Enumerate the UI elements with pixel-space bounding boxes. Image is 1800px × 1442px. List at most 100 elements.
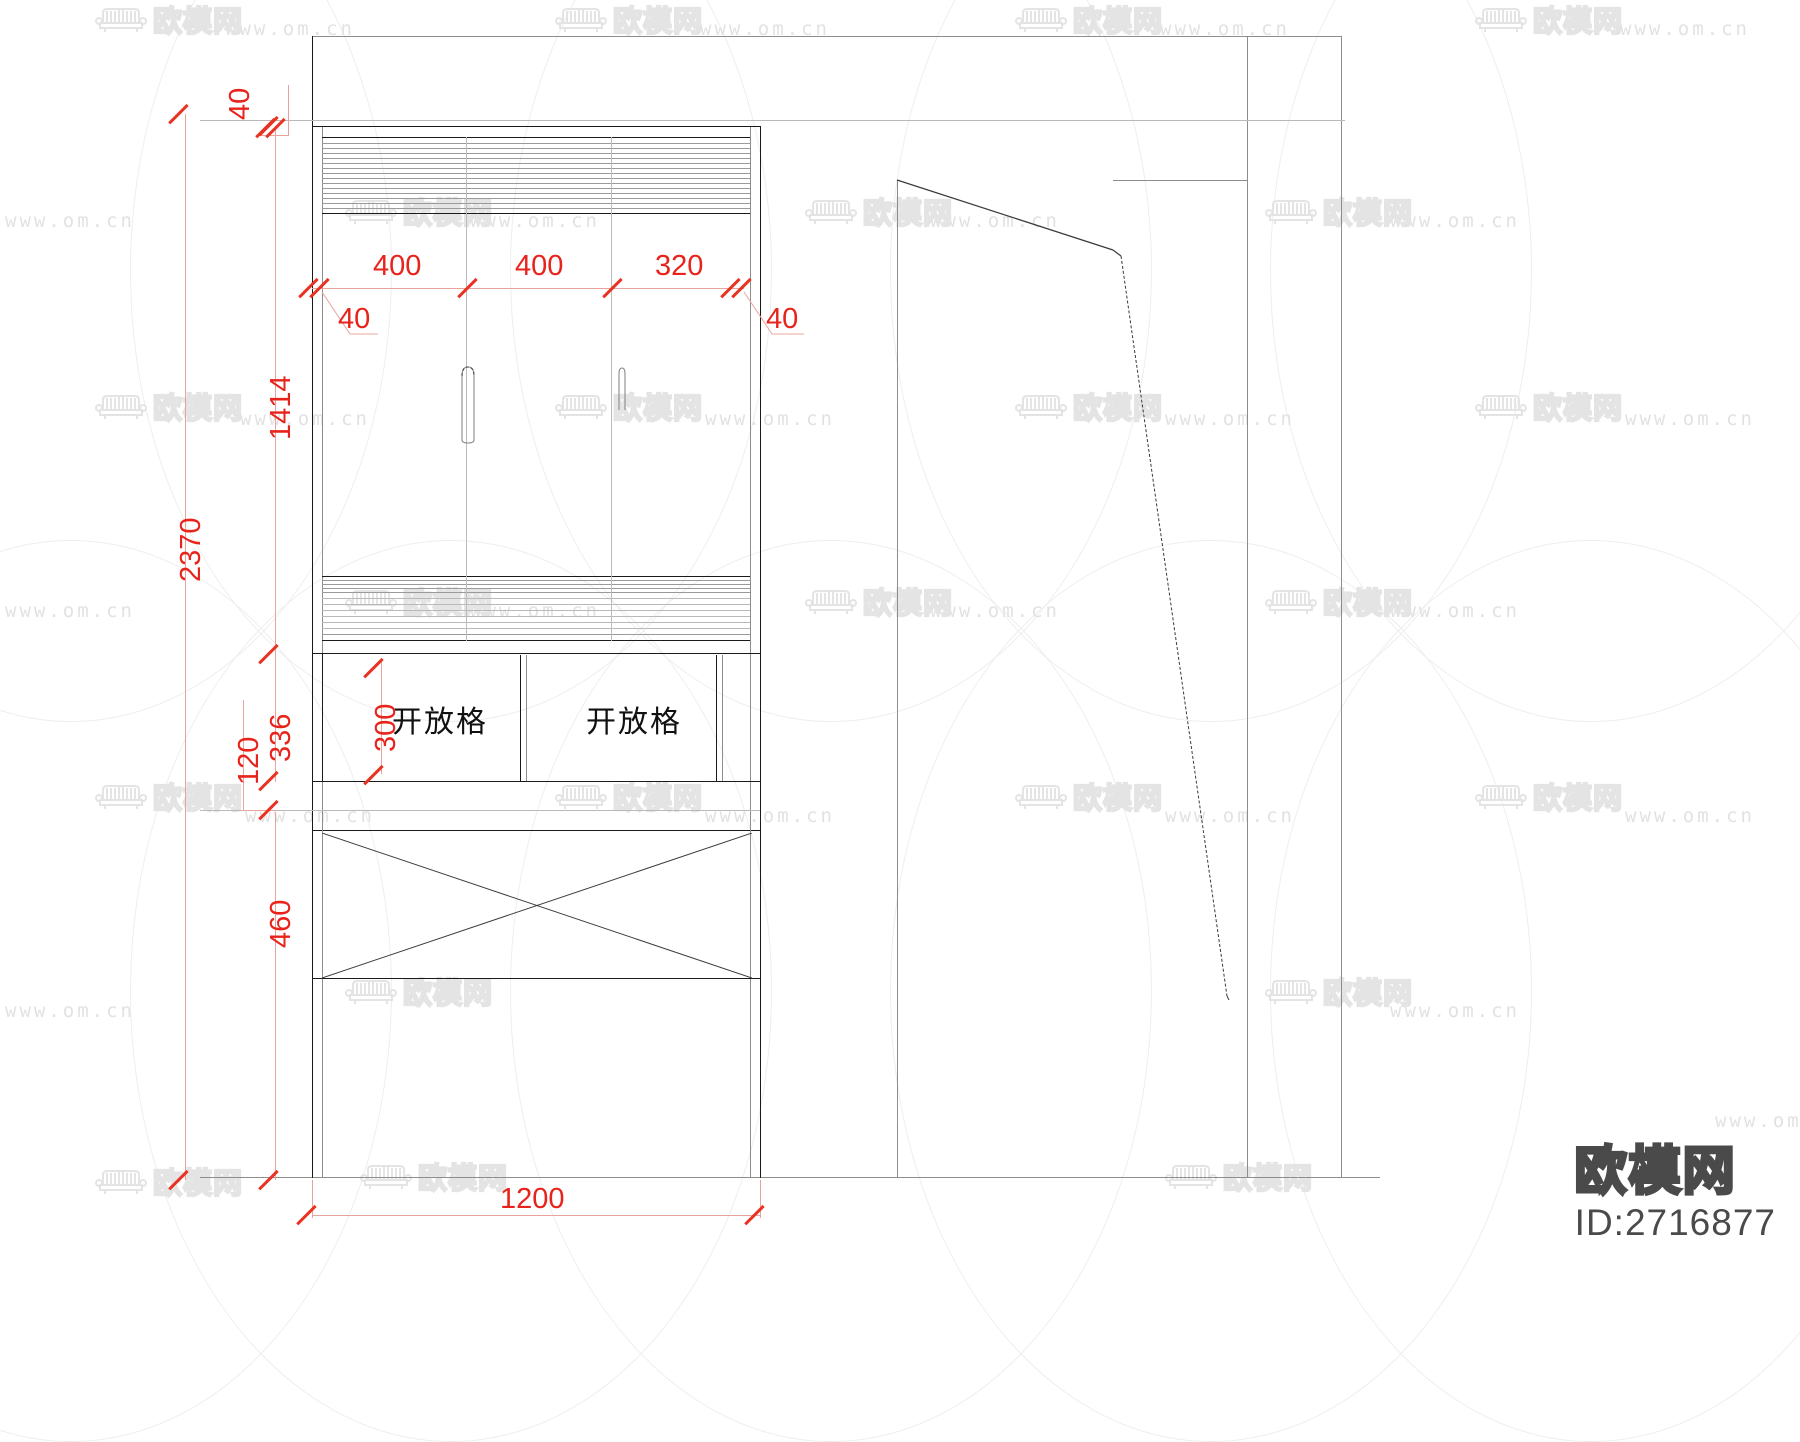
watermark-url: www.om.cn — [705, 805, 835, 827]
louver-slat — [322, 188, 750, 189]
sofa-icon — [555, 395, 607, 419]
watermark-logo-text: 欧模网 — [612, 3, 704, 39]
sofa-icon — [345, 590, 397, 614]
dim-overall-width: 1200 — [500, 1183, 565, 1215]
mid-louver-slat — [322, 592, 750, 593]
watermark-logo: 欧模网 — [1475, 385, 1623, 427]
sofa-icon — [1475, 8, 1527, 32]
dim-shelf-zone-height: 336 — [265, 713, 297, 762]
watermark-logo-text: 欧模网 — [1322, 585, 1414, 621]
sofa-icon — [805, 590, 857, 614]
watermark-logo: 欧模网 — [555, 385, 703, 427]
dim-extension-1414-line — [275, 126, 276, 654]
wardrobe-top-ref-line — [200, 120, 1345, 121]
louver-top-edge — [322, 137, 750, 138]
watermark-logo: 欧模网 — [1475, 0, 1623, 40]
dim-chain-1200 — [312, 1215, 760, 1216]
dim-top-gap: 40 — [224, 87, 256, 120]
sofa-icon — [1015, 8, 1067, 32]
sofa-icon — [1265, 590, 1317, 614]
dim-tick — [363, 764, 384, 786]
louver-slat — [322, 198, 750, 199]
dim-extension-40-top-line — [288, 85, 289, 135]
sofa-icon — [95, 785, 147, 809]
watermark-logo: 欧模网 — [1015, 0, 1163, 40]
dim-extension-460-line — [275, 812, 276, 1180]
watermark-url: www.om.cn — [245, 805, 375, 827]
wardrobe-top-line — [312, 126, 760, 127]
watermark-arc — [1270, 0, 1800, 722]
louver-slat — [322, 183, 750, 184]
watermark-url: www.om.cn — [1625, 805, 1755, 827]
mid-louver-slat — [322, 604, 750, 605]
mid-louver-top-edge — [322, 576, 750, 577]
shelf-right-wall — [716, 655, 717, 781]
door-leaf-hinge-edge — [897, 180, 898, 1178]
ceiling-line — [312, 36, 1342, 37]
dim-panel-right: 40 — [766, 303, 799, 335]
dim-tick — [258, 1169, 279, 1191]
plinth-band-line — [200, 810, 760, 811]
dim-plinth-band: 120 — [233, 736, 265, 785]
door-leaf-outline — [896, 179, 1230, 1001]
watermark-logo: 欧模网 — [555, 0, 703, 40]
watermark-logo-text: 欧模网 — [152, 1165, 244, 1201]
watermark-logo-text: 欧模网 — [417, 1160, 509, 1196]
louver-slat — [322, 143, 750, 144]
louver-slat — [322, 208, 750, 209]
mid-louver-slat — [322, 616, 750, 617]
watermark-logo: 欧模网 — [95, 0, 243, 40]
door-handle-right — [618, 367, 626, 410]
dim-leader-40-right — [740, 290, 806, 345]
sofa-icon — [1265, 200, 1317, 224]
louver-slat — [322, 193, 750, 194]
watermark-url: www.om.cn — [5, 1000, 135, 1022]
watermark-logo-text: 欧模网 — [1322, 195, 1414, 231]
wall-right-inner-line — [1247, 36, 1248, 1178]
watermark-url: www.om.cn — [1390, 600, 1520, 622]
dim-bay-1: 400 — [373, 250, 422, 282]
sofa-icon — [805, 200, 857, 224]
sofa-icon — [345, 980, 397, 1004]
watermark-url: www.om.cn — [1390, 210, 1520, 232]
watermark-logo: 欧模网 — [95, 385, 243, 427]
mid-louver-joint — [611, 576, 612, 641]
dim-leader-40-left — [320, 290, 380, 345]
louver-bottom-edge — [322, 213, 750, 214]
dim-bay-2: 400 — [515, 250, 564, 282]
dim-extension-2370-line — [185, 114, 186, 1180]
dim-base-height: 460 — [265, 899, 297, 948]
watermark-logo: 欧模网 — [1265, 580, 1413, 622]
louver-slat — [322, 173, 750, 174]
watermark-url: www.om.cn — [705, 408, 835, 430]
watermark-url: www.om.cn — [1625, 408, 1755, 430]
watermark-url: www.om.cn — [240, 408, 370, 430]
louver-slat — [322, 158, 750, 159]
base-right-inner — [750, 830, 751, 978]
mid-louver-slat — [322, 610, 750, 611]
shelf-zone-bottom — [312, 781, 760, 782]
brand-name: 欧模网 — [1573, 1142, 1737, 1203]
dim-shelf-inner-height: 300 — [370, 703, 402, 752]
door-division-1 — [466, 213, 467, 576]
dim-panel-left: 40 — [338, 303, 371, 335]
sofa-icon — [1475, 785, 1527, 809]
watermark-logo-text: 欧模网 — [1532, 3, 1624, 39]
shelf-divider — [520, 655, 521, 781]
door-head-line — [1113, 180, 1247, 181]
wall-right-line — [1341, 36, 1342, 1178]
watermark-arc — [130, 540, 772, 1442]
watermark-url: www.om.cn — [1390, 1000, 1520, 1022]
watermark-logo: 欧模网 — [1265, 190, 1413, 232]
open-shelf-label-left: 开放格 — [392, 705, 488, 740]
watermark-logo: 欧模网 — [1475, 775, 1623, 817]
dim-leader-40-top — [259, 135, 289, 136]
watermark-logo-text: 欧模网 — [1532, 390, 1624, 426]
sofa-icon — [555, 785, 607, 809]
louver-slat — [322, 148, 750, 149]
door-division-2 — [611, 213, 612, 576]
watermark-logo-text: 欧模网 — [1322, 975, 1414, 1011]
watermark-url: www.om.cn — [1715, 1110, 1800, 1132]
louver-joint — [611, 137, 612, 214]
